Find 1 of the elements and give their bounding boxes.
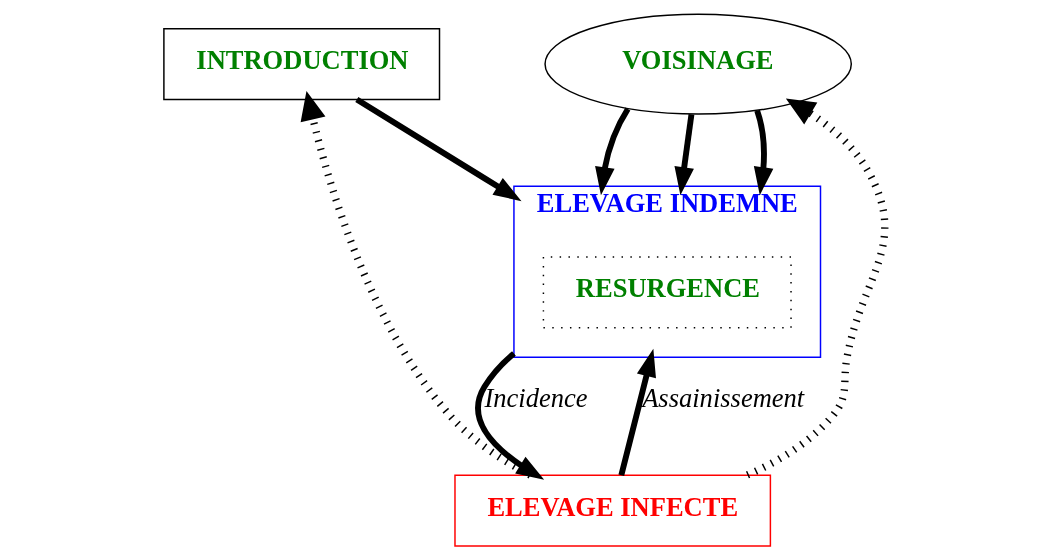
edge-label: Incidence — [483, 382, 588, 413]
